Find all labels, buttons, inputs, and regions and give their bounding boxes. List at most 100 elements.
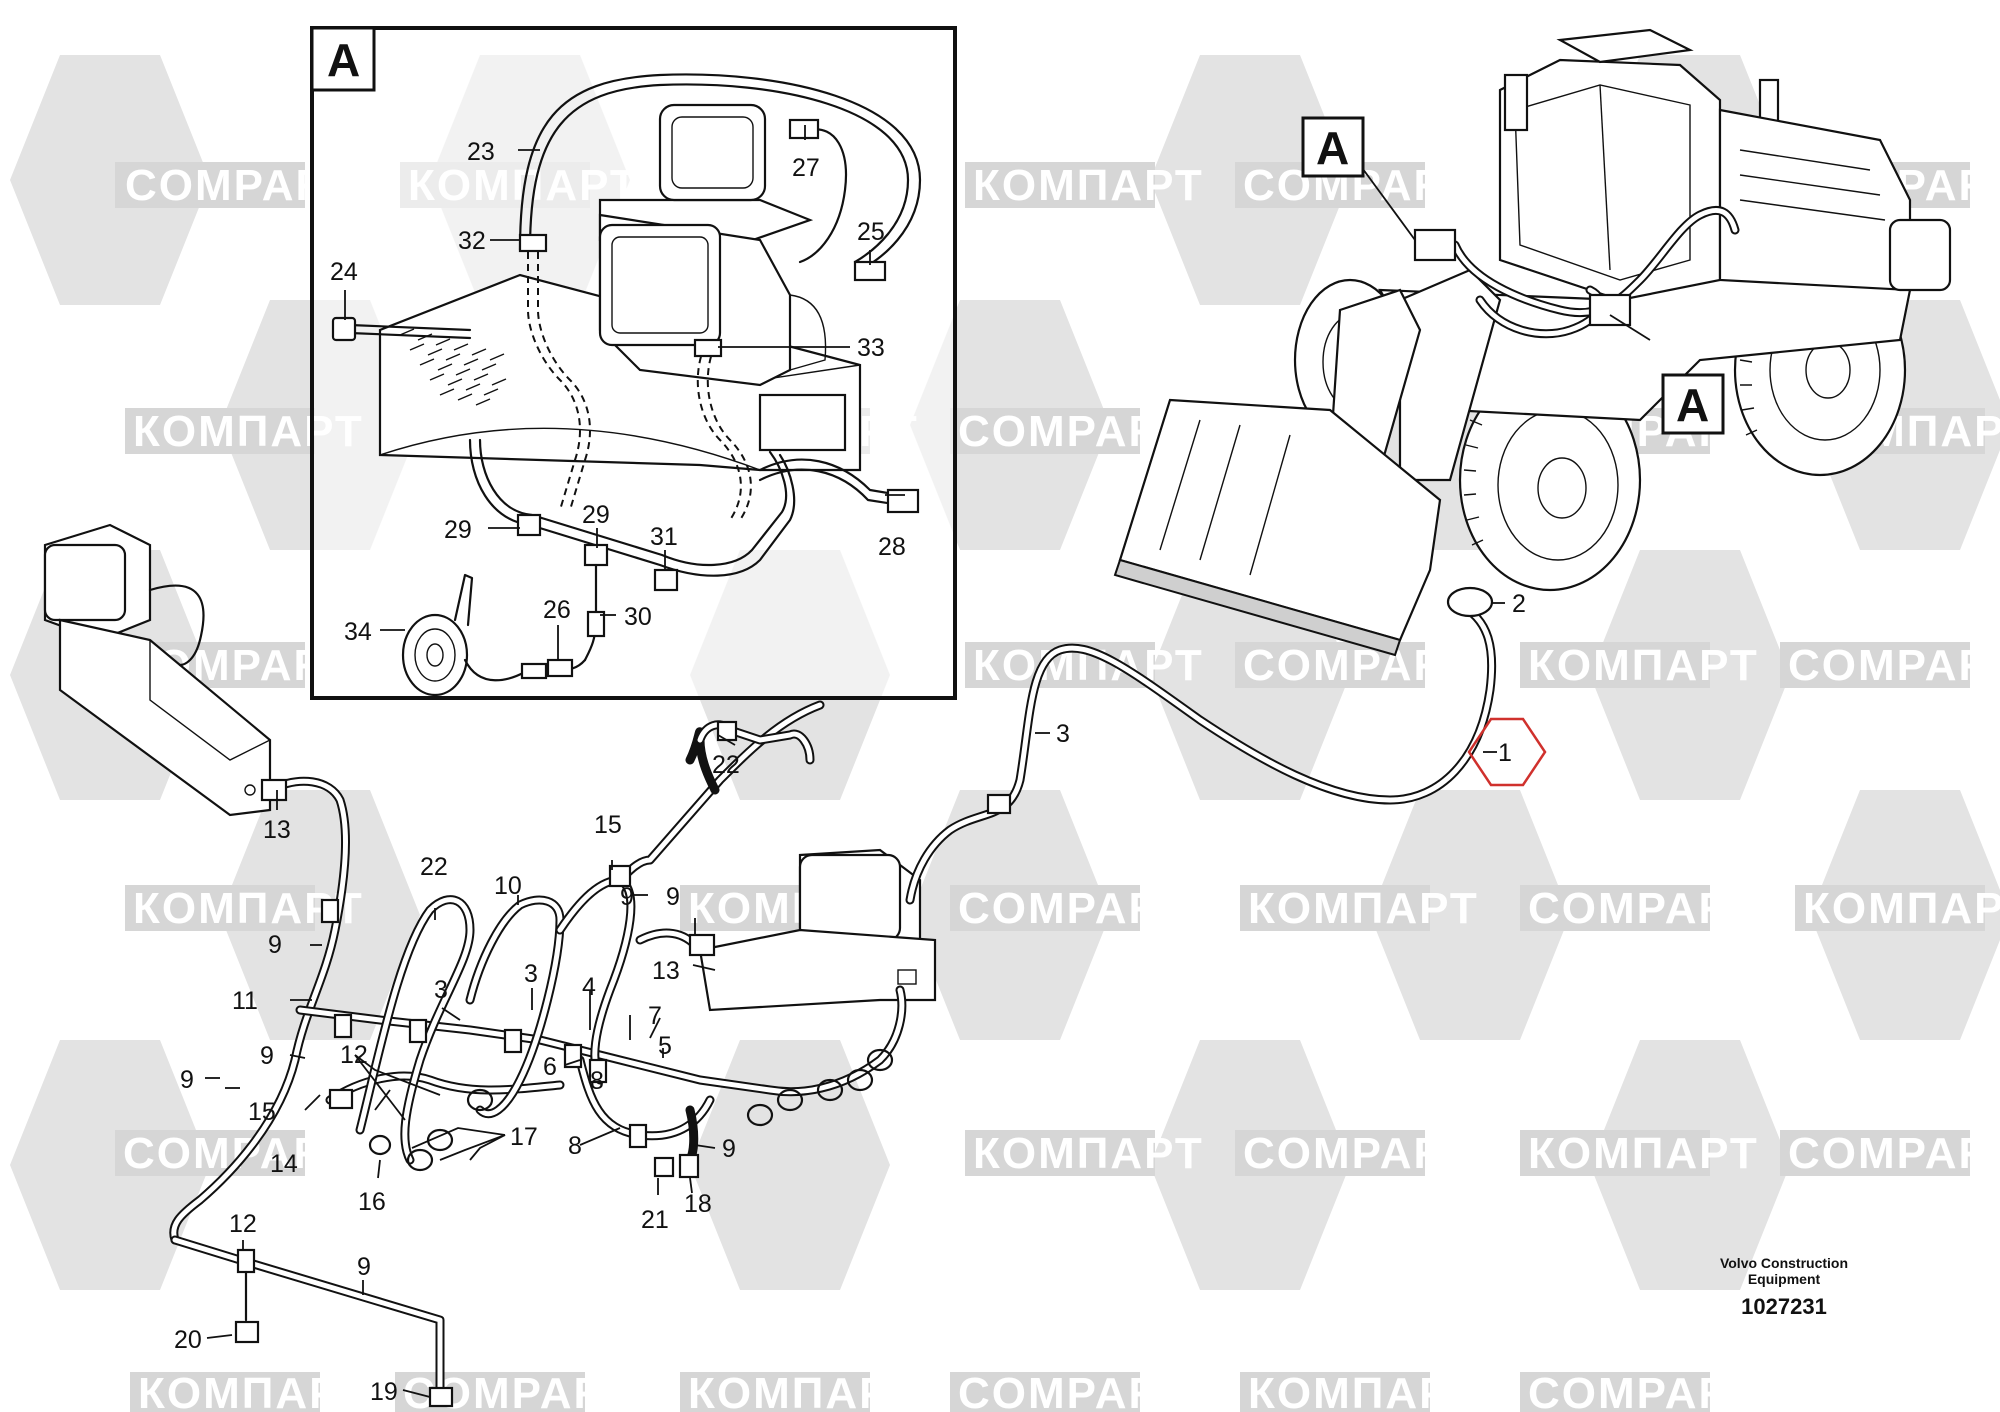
callout-14: 14: [270, 1150, 298, 1178]
callout-labels: 23 32 24 27 25 33 28 29 29 31 30 26 34 2…: [174, 138, 1547, 1406]
callout-9-c: 9: [268, 931, 282, 959]
callout-9-g: 9: [357, 1253, 371, 1281]
callout-18: 18: [684, 1190, 712, 1218]
right-lamp-bracket: [698, 928, 937, 1012]
connector-13-left: [260, 778, 288, 802]
callout-22-lower: 22: [420, 853, 448, 881]
watermark-text: COMPART: [958, 884, 1191, 933]
grommet-2: [1446, 586, 1494, 618]
plug-24: [331, 316, 357, 342]
drawing-number: 1027231: [1741, 1294, 1827, 1319]
callout-29b: 29: [582, 501, 610, 529]
view-marker-a-bottom: [1661, 373, 1725, 435]
drawing-footer: Volvo Construction Equipment 1027231: [1720, 1255, 1848, 1319]
watermark-text: COMPART: [958, 1369, 1191, 1412]
junction-31: [653, 568, 679, 592]
clamp-12-lower: [236, 1248, 256, 1274]
callout-23: 23: [467, 138, 495, 166]
watermark-text: КОМПАРТ: [1248, 1369, 1479, 1412]
callout-7: 7: [648, 1002, 662, 1030]
cab-roof: [1556, 28, 1694, 64]
watermark-text: КОМПАРТ: [1528, 641, 1759, 690]
watermark-text: COMPART: [1788, 641, 2000, 690]
callout-27: 27: [792, 154, 820, 182]
callout-2: 2: [1512, 590, 1526, 618]
callout-16: 16: [358, 1188, 386, 1216]
callout-15-lower: 15: [248, 1098, 276, 1126]
watermark-text: COMPART: [1243, 1129, 1476, 1178]
callout-8-lower: 8: [568, 1132, 582, 1160]
callout-30: 30: [624, 603, 652, 631]
watermark-text: COMPART: [1528, 884, 1761, 933]
callout-3-right: 3: [524, 960, 538, 988]
connector-20: [234, 1320, 260, 1344]
manufacturer-line-1: Volvo Construction: [1720, 1255, 1848, 1271]
horn-connector: [520, 662, 548, 680]
clamp-3: [986, 793, 1012, 815]
callout-leaders: [205, 125, 1505, 1398]
callout-9-b: 9: [666, 883, 680, 911]
callout-12-lower: 12: [229, 1210, 257, 1238]
watermark-text: КОМПАРТ: [138, 1369, 369, 1412]
lamp-mount-a2: [1588, 293, 1632, 327]
highlight-hexagon: [1467, 717, 1547, 787]
main-harness: [43, 523, 1497, 1408]
coil-loops: [368, 1048, 894, 1172]
harness-clamps: [320, 898, 648, 1149]
engine-hood: [1718, 108, 1912, 292]
watermark-text: COMPART: [1788, 1129, 2000, 1178]
callout-15-upper: 15: [594, 811, 622, 839]
view-marker-a-top: [1301, 116, 1365, 178]
horn-34: [401, 613, 469, 697]
callout-8-upper: 8: [590, 1067, 604, 1095]
junction-29b: [583, 543, 609, 567]
watermark-text: КОМПАРТ: [1803, 884, 2000, 933]
callout-31: 31: [650, 523, 678, 551]
detail-view-a: A: [310, 26, 957, 700]
connector-33: [693, 338, 723, 358]
callout-25: 25: [857, 218, 885, 246]
small-work-lamp: [658, 103, 767, 202]
callout-32: 32: [458, 227, 486, 255]
connector-26: [546, 658, 574, 678]
watermark-text: COMPART: [1528, 1369, 1761, 1412]
detail-letter-box: [310, 26, 376, 92]
callout-5: 5: [658, 1032, 672, 1060]
callout-3-upper: 3: [1056, 720, 1070, 748]
callout-12-upper: 12: [340, 1041, 368, 1069]
callout-19: 19: [370, 1378, 398, 1406]
grommet-32: [518, 233, 548, 253]
watermark-text: КОМПАРТ: [1248, 884, 1479, 933]
connector-28: [886, 488, 920, 514]
callout-24: 24: [330, 258, 358, 286]
callout-9-d: 9: [260, 1042, 274, 1070]
speaker-grille: [399, 328, 507, 406]
callout-9-a: 9: [620, 883, 634, 911]
callout-34: 34: [344, 618, 372, 646]
callout-21: 21: [641, 1206, 669, 1234]
callout-26: 26: [543, 596, 571, 624]
connector-21: [653, 1156, 675, 1178]
callout-33: 33: [857, 334, 885, 362]
roof-vent: [758, 393, 847, 452]
connector-15-upper: [608, 864, 632, 888]
callout-28: 28: [878, 533, 906, 561]
callout-9-f: 9: [722, 1135, 736, 1163]
callout-29a: 29: [444, 516, 472, 544]
callout-1-highlight: 1: [1467, 717, 1547, 787]
watermark-text: COMPART: [1243, 641, 1476, 690]
detail-letter: A: [327, 34, 360, 86]
loader-arm: [1398, 268, 1502, 482]
connector-18: [678, 1153, 700, 1179]
connector-13-right: [688, 933, 716, 957]
callout-1: 1: [1498, 739, 1512, 767]
mirror: [1503, 73, 1529, 132]
rear-light: [1888, 218, 1952, 292]
wheel-loader-view: A A: [1113, 28, 1952, 657]
callout-3-mid: 3: [434, 976, 448, 1004]
callout-22-upper: 22: [712, 751, 740, 779]
callout-4: 4: [582, 973, 596, 1001]
watermark-text: COMPART: [123, 1129, 356, 1178]
callout-11: 11: [232, 987, 258, 1015]
